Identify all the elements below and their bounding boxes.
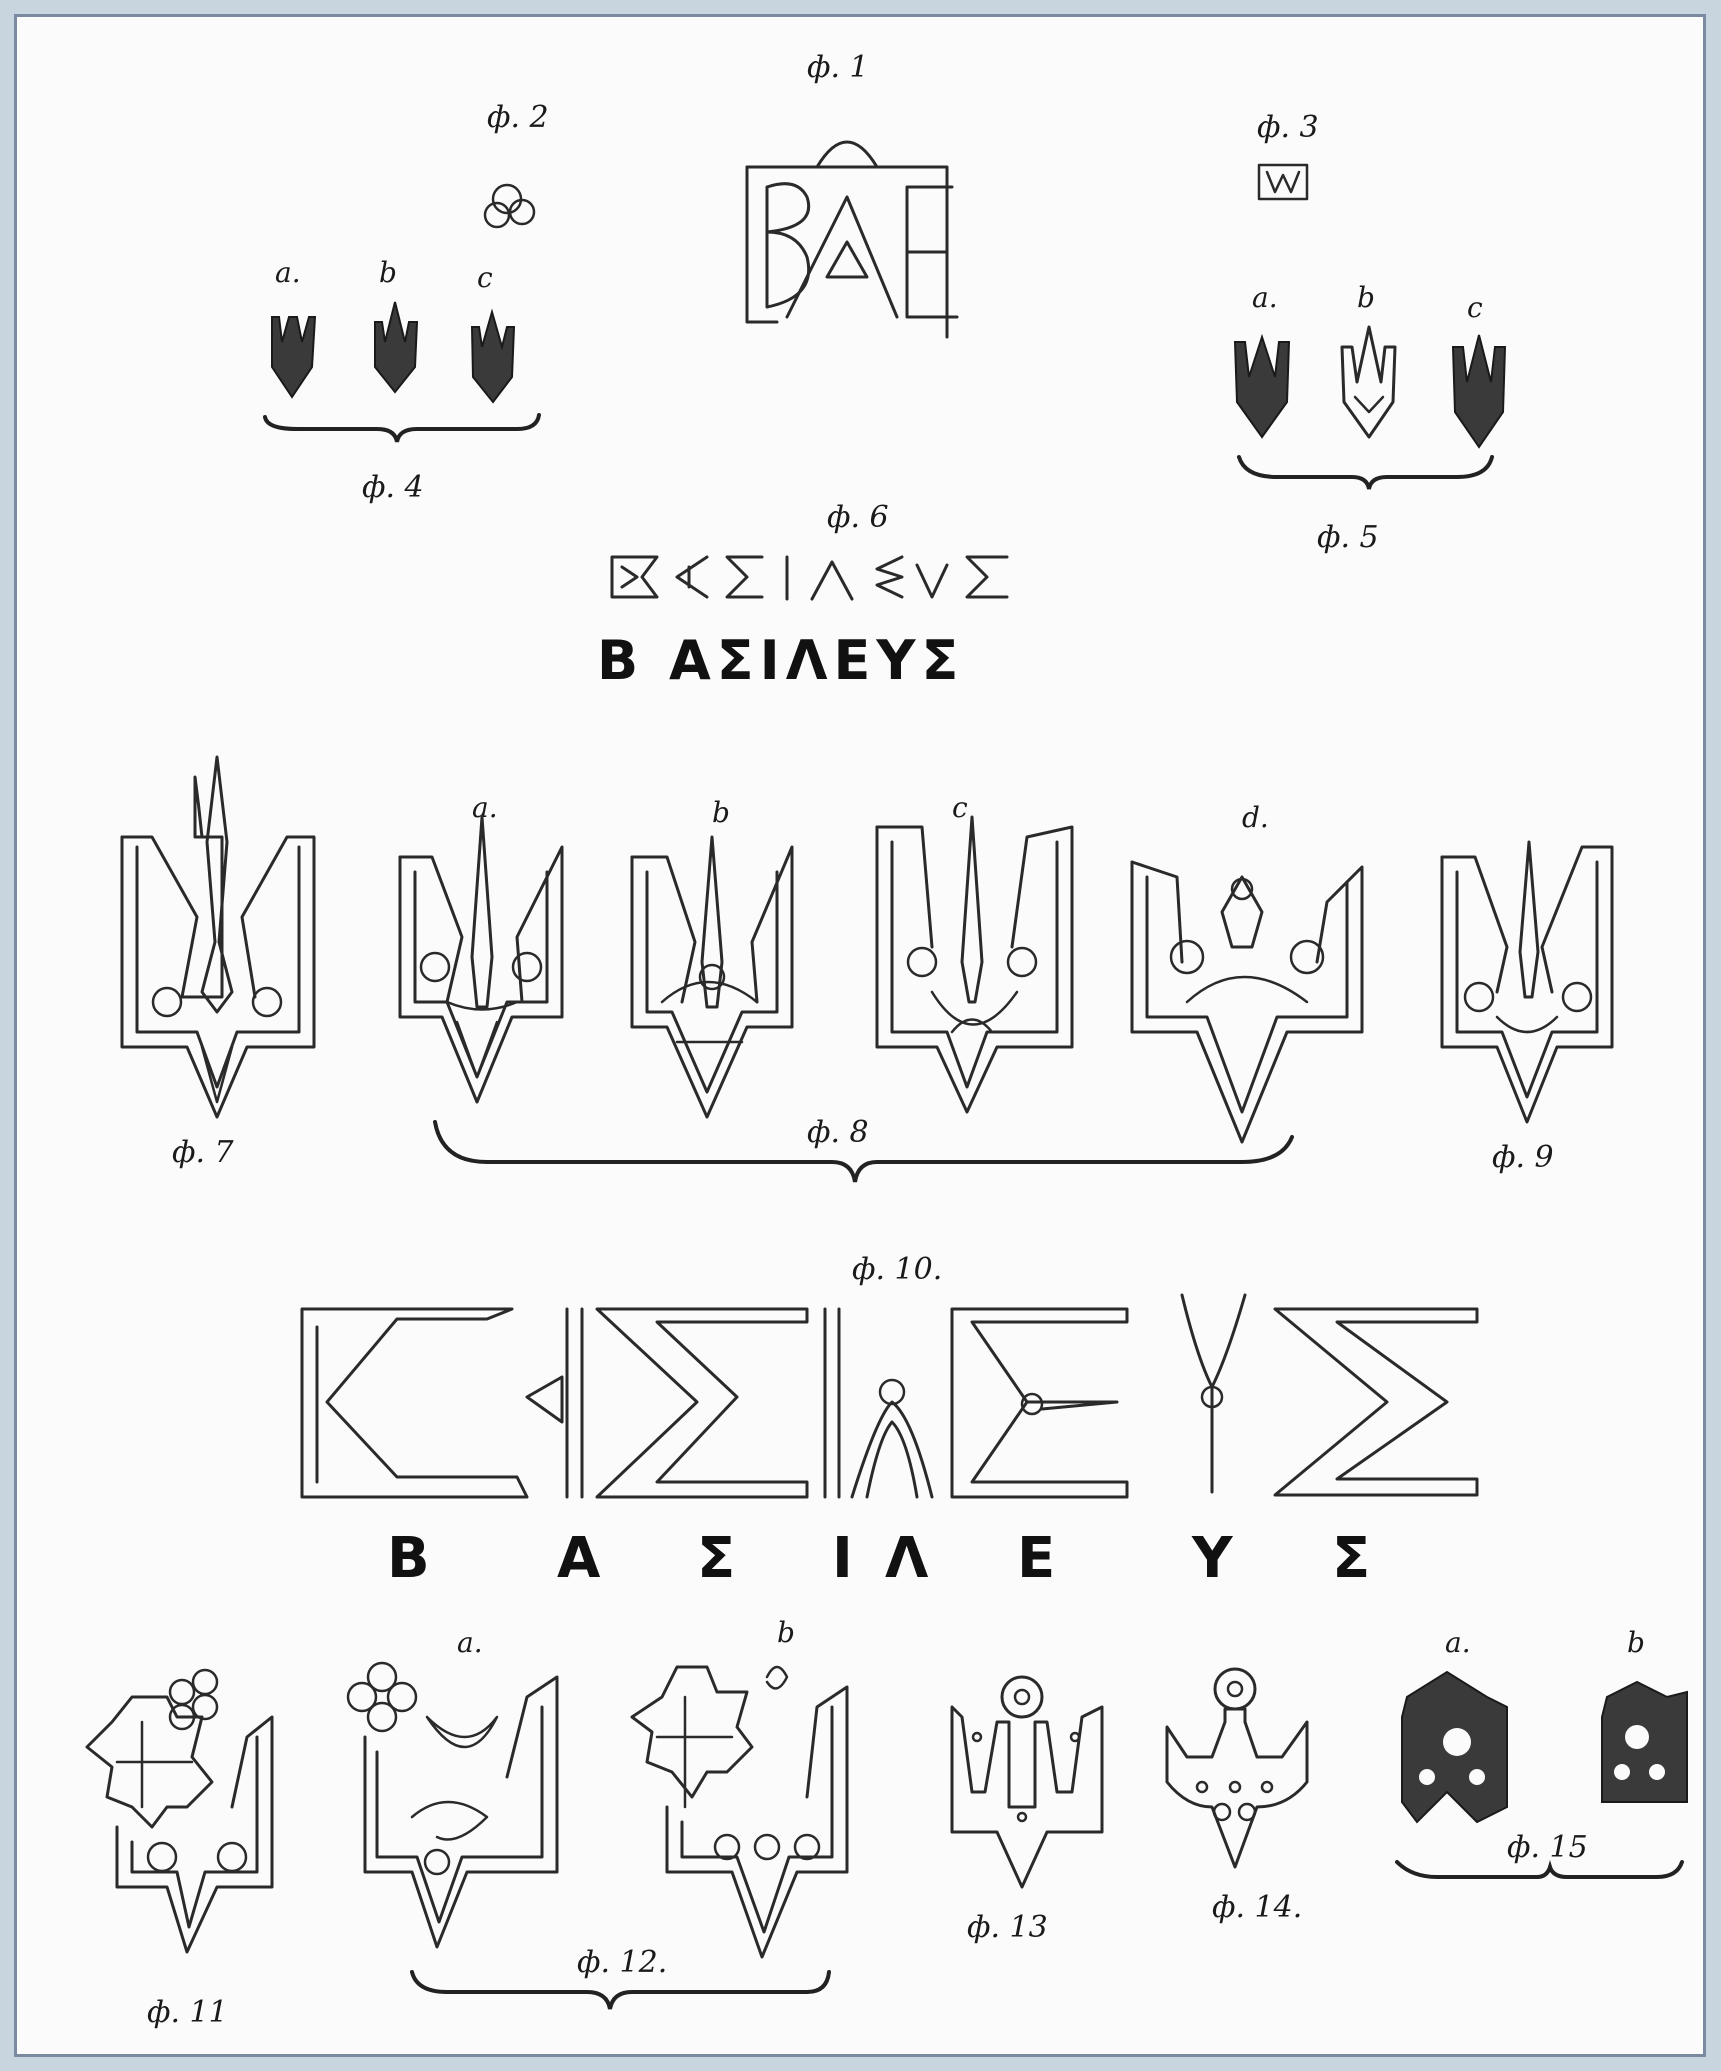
sublabel-8c: c — [952, 791, 968, 824]
small-emblem-3 — [1259, 165, 1307, 199]
caption-letter-7: Υ — [1191, 1526, 1234, 1591]
trident-8a — [400, 817, 562, 1102]
caption-letter-8: Σ — [1332, 1526, 1370, 1591]
caption-letter-3: Σ — [697, 1526, 735, 1591]
emblem-12b — [632, 1667, 847, 1957]
emblem-11 — [87, 1670, 272, 1952]
trident-4c — [472, 312, 514, 402]
emblem-12a — [348, 1663, 557, 1947]
trident-5a — [1235, 337, 1289, 437]
trident-13 — [952, 1677, 1102, 1887]
sublabel-8a: a. — [472, 791, 498, 824]
monogram-bae — [747, 142, 957, 337]
figure-label-13: ф. 13 — [967, 1910, 1048, 1945]
sublabel-4c: c — [477, 261, 493, 294]
figure-label-1: ф. 1 — [807, 50, 869, 85]
figure-label-11: ф. 11 — [147, 1995, 228, 2030]
caption-letter-1: Β — [387, 1526, 430, 1591]
sublabel-15b: b — [1627, 1626, 1645, 1659]
trident-8b — [632, 837, 792, 1117]
emblem-15a — [1402, 1672, 1507, 1822]
basileus-ornamental-large — [302, 1295, 1477, 1497]
sublabel-8b: b — [712, 796, 730, 829]
sublabel-8d: d. — [1242, 801, 1269, 834]
trident-4a — [272, 317, 315, 397]
sublabel-12b: b — [777, 1616, 795, 1649]
brace-4 — [265, 415, 539, 442]
caption-letter-5: Λ — [885, 1526, 929, 1591]
trident-5c — [1453, 335, 1505, 447]
sublabel-12a: a. — [457, 1626, 483, 1659]
figure-label-15: ф. 15 — [1507, 1830, 1588, 1865]
sublabel-4a: a. — [275, 256, 301, 289]
trident-8c — [877, 817, 1072, 1112]
trident-8d — [1132, 862, 1362, 1142]
figure-label-9: ф. 9 — [1492, 1140, 1554, 1175]
brace-5 — [1239, 457, 1492, 489]
trident-14 — [1167, 1669, 1307, 1867]
figure-label-14: ф. 14. — [1212, 1890, 1302, 1925]
illustration-sheet: ф. 1 ф. 2 ф. 3 a. b c ф. 4 a. b c — [14, 14, 1706, 2057]
sublabel-5b: b — [1357, 281, 1375, 314]
caption-letter-2: Α — [557, 1526, 601, 1591]
figure-label-12: ф. 12. — [577, 1945, 667, 1980]
figure-label-2: ф. 2 — [487, 100, 549, 135]
figure-label-8: ф. 8 — [807, 1115, 869, 1150]
trident-9 — [1442, 842, 1612, 1122]
sublabel-5a: a. — [1252, 281, 1278, 314]
figure-label-7: ф. 7 — [172, 1135, 235, 1170]
figure-label-3: ф. 3 — [1257, 110, 1319, 145]
figure-label-10: ф. 10. — [852, 1252, 942, 1287]
trident-4b — [375, 302, 417, 392]
caption-basileus-small: Β ΑΣΙΛΕΥΣ — [597, 629, 964, 692]
sublabel-15a: a. — [1445, 1626, 1471, 1659]
caption-letter-4: Ι — [832, 1526, 853, 1591]
figure-label-4: ф. 4 — [362, 470, 424, 505]
small-emblem-2 — [485, 185, 534, 227]
basileus-ornamental-small — [612, 557, 1007, 599]
trident-5b — [1342, 327, 1395, 437]
trident-7 — [122, 757, 314, 1117]
sublabel-5c: c — [1467, 291, 1483, 324]
sublabel-4b: b — [379, 256, 397, 289]
caption-basileus-large: Β Α Σ Ι Λ Ε Υ Σ — [387, 1526, 1370, 1591]
figure-label-5: ф. 5 — [1317, 520, 1379, 555]
figure-label-6: ф. 6 — [827, 500, 889, 535]
emblem-15b — [1602, 1682, 1687, 1802]
caption-letter-6: Ε — [1017, 1526, 1055, 1591]
